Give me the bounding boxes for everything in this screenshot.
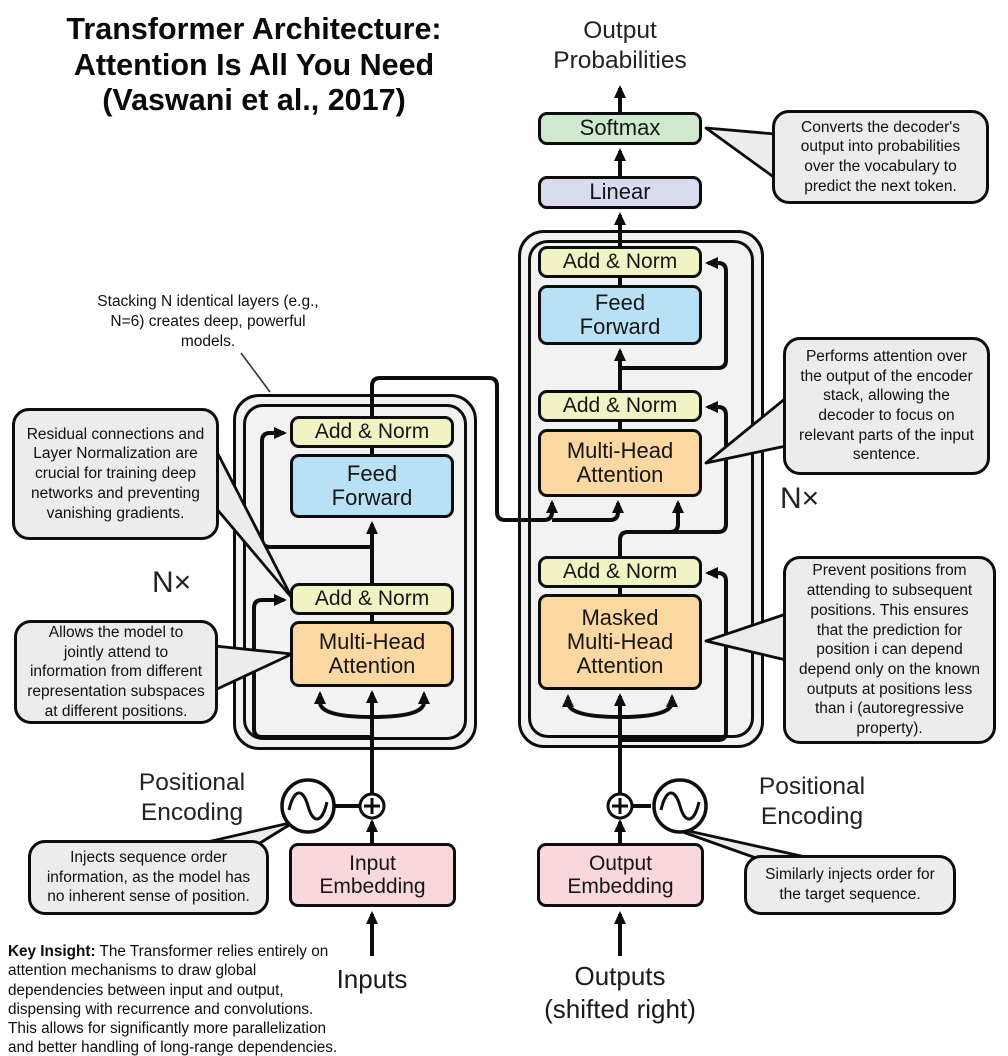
inputs-label: Inputs — [336, 964, 408, 994]
output-probabilities-label: Output Probabilities — [553, 17, 687, 74]
line-encoder-output-to-decoder — [370, 376, 544, 522]
decoder-add-norm-bottom-block: Add & Norm — [538, 556, 702, 588]
arrow-dec-residual-skip-3 — [620, 257, 728, 370]
arrow-enc-mha-v — [371, 691, 430, 719]
decoder-add-norm-top-block: Add & Norm — [538, 246, 702, 278]
linear-block: Linear — [538, 176, 702, 209]
sine-wave-glyph-right — [659, 791, 701, 821]
masked-multi-head-attention-block: Masked Multi-Head Attention — [538, 594, 702, 690]
decoder-multi-head-attention-block: Multi-Head Attention — [538, 429, 702, 497]
key-insight-label: Key Insight: — [8, 943, 96, 960]
callout-softmax-note: Converts the decoder's output into proba… — [772, 110, 989, 204]
page-title: Transformer Architecture: Attention Is A… — [66, 12, 442, 118]
encoder-multi-head-attention-block: Multi-Head Attention — [290, 621, 454, 687]
sine-wave-glyph-left — [287, 791, 329, 821]
arrow-enc-to-cross-mha-2 — [552, 500, 624, 522]
decoder-feed-forward-block: Feed Forward — [538, 285, 702, 345]
arrow-enc-to-cross-mha-1 — [543, 500, 558, 522]
key-insight-paragraph: Key Insight: The Transformer relies enti… — [8, 942, 342, 1056]
softmax-block: Softmax — [538, 112, 702, 145]
positional-encoding-label-left: Positional Encoding — [138, 769, 246, 826]
callout-masking-note: Prevent positions from attending to subs… — [783, 556, 996, 744]
encoder-add-norm-bottom-block: Add & Norm — [290, 583, 454, 615]
decoder-stack-inner-container — [528, 240, 754, 738]
plus-glyph-right — [612, 798, 628, 814]
arrow-dec-mmha-v — [619, 694, 678, 719]
nx-label-decoder: N× — [780, 482, 820, 515]
encoder-add-norm-top-block: Add & Norm — [290, 416, 454, 448]
stacking-note-pointer-line — [240, 352, 271, 393]
arrow-enc-mha-q — [314, 691, 373, 719]
tail-masking-note — [704, 612, 788, 662]
callout-residual-note: Residual connections and Layer Normaliza… — [12, 408, 219, 540]
callout-stacking-note: Stacking N identical layers (e.g., N=6) … — [97, 293, 319, 351]
callout-attention-note: Allows the model to jointly attend to in… — [14, 620, 218, 724]
positional-encoding-label-right: Positional Encoding — [758, 773, 866, 830]
arrow-dec-mmha-q — [562, 694, 621, 719]
arrow-dec-residual-skip-1 — [620, 567, 728, 742]
decoder-add-norm-middle-block: Add & Norm — [538, 390, 702, 422]
callout-cross-attention-note: Performs attention over the output of th… — [783, 337, 990, 475]
callout-positional-left-note: Injects sequence order information, as t… — [28, 840, 269, 915]
plus-glyph-left — [364, 798, 380, 814]
callout-positional-right-note: Similarly injects order for the target s… — [744, 855, 956, 915]
key-insight-text: The Transformer relies entirely on atten… — [8, 943, 338, 1056]
output-embedding-block: Output Embedding — [537, 843, 704, 907]
outputs-label: Outputs (shifted right) — [544, 961, 696, 1024]
tail-softmax-note — [704, 126, 777, 180]
nx-label-encoder: N× — [152, 566, 192, 599]
encoder-feed-forward-block: Feed Forward — [290, 454, 454, 518]
positional-encoding-icons — [280, 778, 708, 834]
tail-residual-note — [214, 448, 294, 600]
arrow-dec-stream-to-cross-mha — [618, 500, 684, 556]
arrow-dec-residual-skip-2 — [650, 401, 728, 534]
input-embedding-block: Input Embedding — [289, 843, 456, 907]
